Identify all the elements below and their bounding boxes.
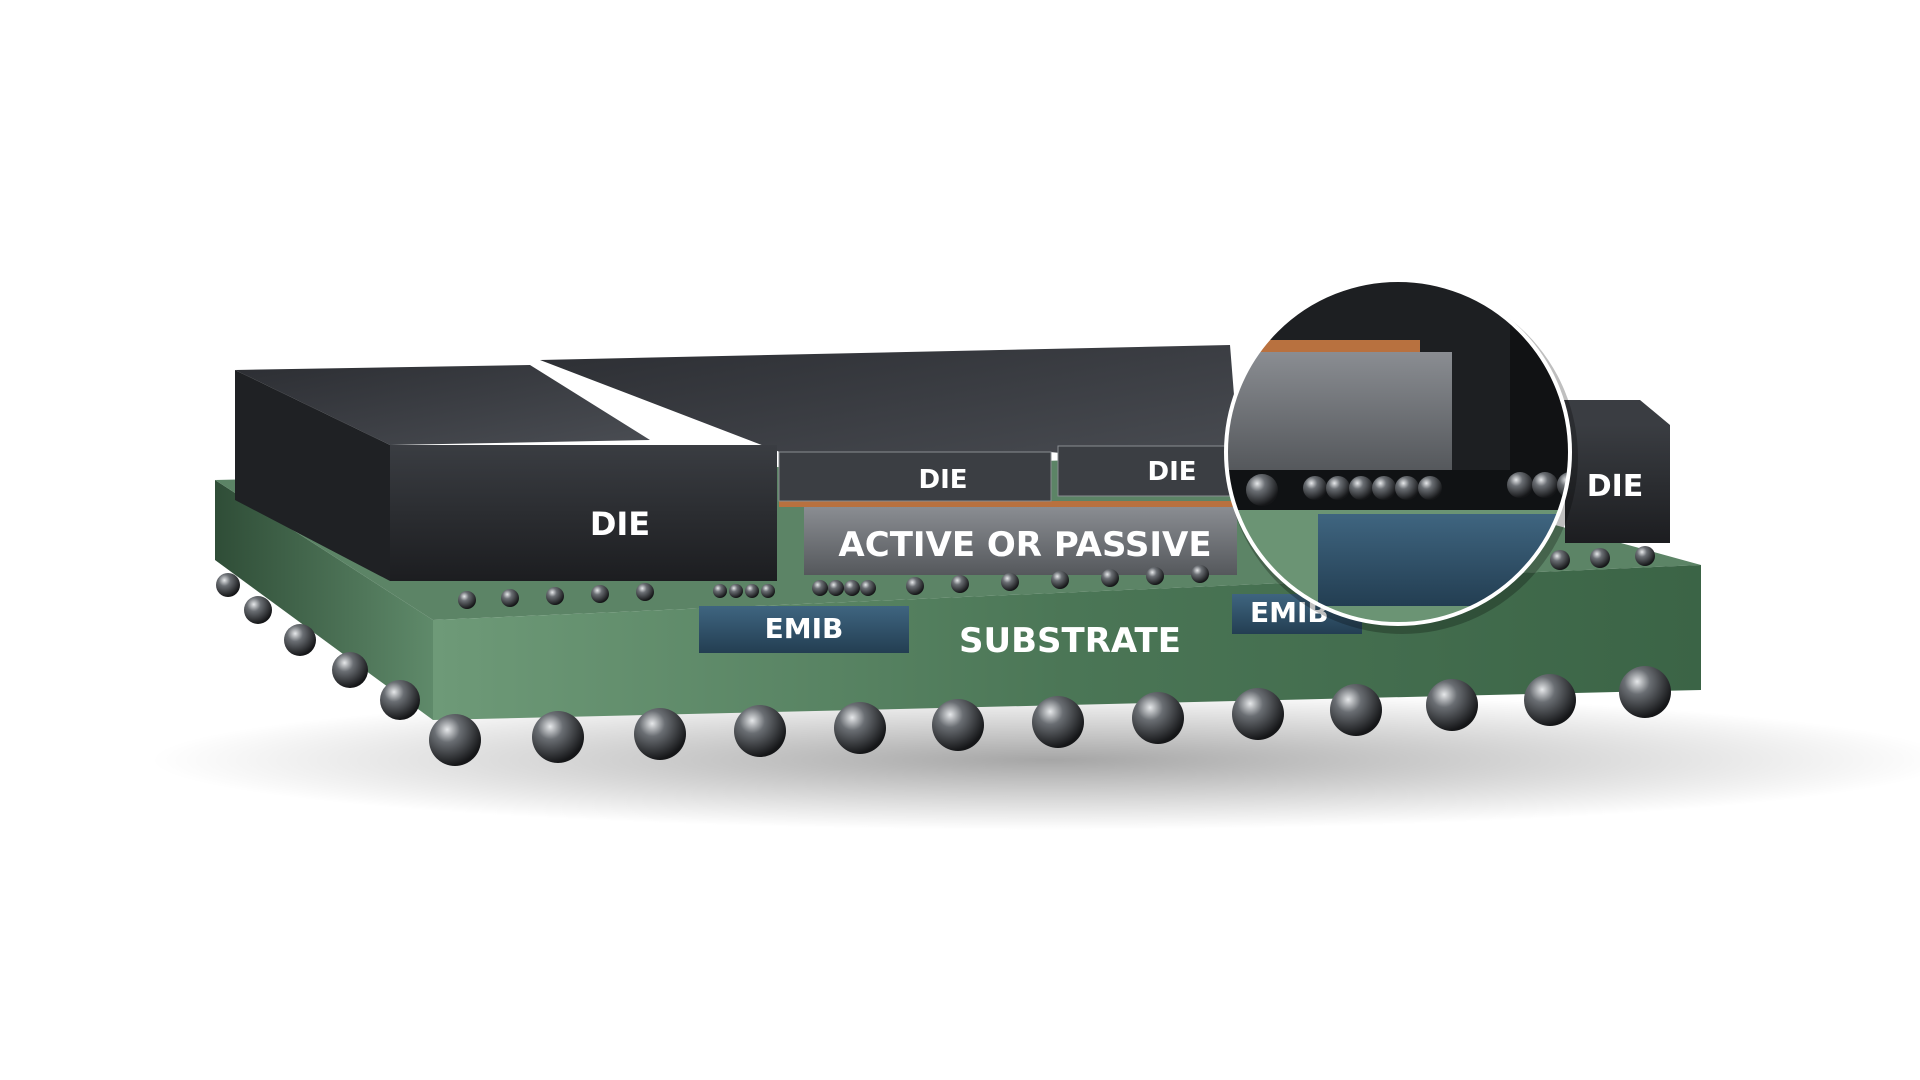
emib-left xyxy=(699,606,909,653)
die-left-side xyxy=(235,370,390,581)
die-left xyxy=(390,445,777,581)
die-left-label: DIE xyxy=(590,505,650,543)
active-passive-label: ACTIVE OR PASSIVE xyxy=(838,525,1211,565)
die-back-left-top xyxy=(235,365,650,445)
floor-shadow xyxy=(150,690,1920,830)
die-right xyxy=(1565,425,1670,543)
substrate-label: SUBSTRATE xyxy=(959,621,1181,661)
die-center-right-label: DIE xyxy=(1147,457,1196,487)
copper-pillars xyxy=(779,501,1237,507)
emib-left-label: EMIB xyxy=(765,612,844,645)
micro-bumps xyxy=(458,546,1655,609)
die-right-label: DIE xyxy=(1587,469,1644,504)
substrate-side xyxy=(215,480,433,720)
die-center-label: DIE xyxy=(918,465,967,495)
bga-balls xyxy=(216,573,1671,766)
active-passive-interposer xyxy=(804,507,1237,575)
die-center xyxy=(778,451,1052,502)
die-right-top xyxy=(1540,400,1670,425)
die-back-top xyxy=(540,345,1240,470)
